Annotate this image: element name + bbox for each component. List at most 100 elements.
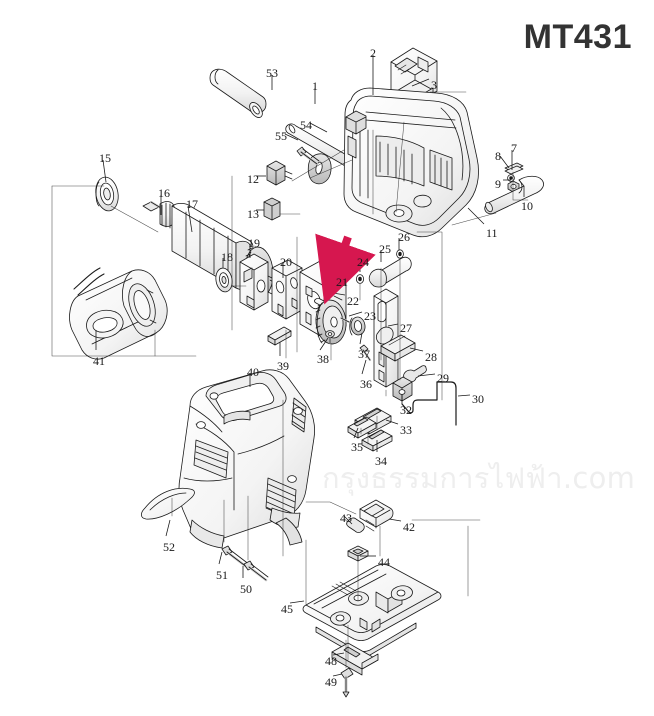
callout-leader-17 [187, 205, 193, 233]
callout-number-33: 33 [400, 423, 412, 437]
site-watermark: กรุงธรรมการไฟฟ้า.com [322, 461, 636, 495]
callout-number-10: 10 [521, 199, 533, 213]
part-20-plate [271, 259, 303, 320]
callout-number-34: 34 [375, 454, 387, 468]
callout-number-53: 53 [266, 66, 278, 80]
callout-leader-8 [499, 155, 510, 169]
callout-number-29: 29 [437, 371, 449, 385]
callout-number-52: 52 [163, 540, 175, 554]
callout-leader-35 [353, 427, 359, 439]
callout-leader-29 [417, 373, 436, 377]
part-32-block [392, 376, 413, 402]
callout-number-9: 9 [495, 177, 501, 191]
callout-leader-23 [348, 311, 363, 317]
callout-leader-55 [284, 133, 299, 141]
part-53-sleeve [209, 68, 267, 118]
callout-leader-54 [309, 122, 328, 133]
callout-number-17: 17 [186, 197, 198, 211]
callout-leader-49 [332, 673, 343, 677]
callout-number-11: 11 [486, 226, 498, 240]
callout-number-51: 51 [216, 568, 228, 582]
part-30-wire-spring [401, 381, 457, 426]
part-45-base-plate [302, 564, 442, 657]
callout-number-36: 36 [360, 377, 372, 391]
callout-number-38: 38 [317, 352, 329, 366]
part-23-gear [315, 299, 350, 345]
part-27-plunger-rod [373, 288, 399, 388]
callout-leader-36 [361, 359, 367, 375]
callout-leader-11 [467, 207, 485, 225]
callout-number-27: 27 [400, 321, 412, 335]
callout-leader-33 [385, 419, 399, 425]
part-38-screw [325, 330, 335, 344]
callout-number-16: 16 [158, 186, 170, 200]
part-11-housing-right [343, 87, 479, 238]
callout-number-50: 50 [240, 582, 252, 596]
callout-number-48: 48 [325, 654, 337, 668]
part-34-shim [361, 429, 393, 452]
callout-leader-15 [102, 159, 107, 183]
callout-leader-52 [165, 519, 171, 537]
callout-number-54: 54 [300, 118, 312, 132]
callout-number-55: 55 [275, 129, 287, 143]
part-40-motor-housing [178, 369, 315, 549]
assembly-lines [51, 91, 529, 669]
part-37-roller [349, 316, 366, 336]
callout-leader-37 [359, 332, 363, 345]
callout-number-21: 21 [336, 275, 348, 289]
callout-number-39: 39 [277, 359, 289, 373]
part-26-ring [396, 249, 404, 259]
callout-number-26: 26 [398, 230, 410, 244]
part-15-bearing [95, 176, 119, 212]
highlight-arrow [315, 233, 376, 305]
part-24-oring [355, 274, 364, 284]
part-39-key [267, 326, 292, 346]
callout-leader-28 [409, 347, 424, 352]
callout-number-23: 23 [364, 309, 376, 323]
callout-number-49: 49 [325, 675, 337, 689]
callout-leader-30 [457, 394, 471, 397]
callout-number-2: 2 [370, 46, 376, 60]
part-36-screw [359, 344, 372, 362]
callout-number-30: 30 [472, 392, 484, 406]
parts-12-13-carbon-brush [263, 160, 293, 221]
part-43-pin [346, 517, 365, 533]
callout-number-1: 1 [312, 79, 318, 93]
part-25-roller [368, 256, 412, 288]
callout-number-24: 24 [357, 255, 369, 269]
callout-number-15: 15 [99, 151, 111, 165]
part-52-cover [140, 487, 195, 520]
callout-leader-42 [388, 518, 402, 522]
callout-number-44: 44 [378, 555, 390, 569]
page-title: MT431 [523, 18, 632, 56]
callout-number-3: 3 [431, 78, 437, 92]
callout-leader-38 [319, 337, 329, 351]
callout-number-8: 8 [495, 149, 501, 163]
callout-number-25: 25 [379, 242, 391, 256]
callout-number-13: 13 [247, 207, 259, 221]
callout-number-40: 40 [247, 365, 259, 379]
callout-number-43: 43 [340, 511, 352, 525]
part-19-bracket [239, 253, 277, 311]
callout-number-32: 32 [400, 403, 412, 417]
callout-number-20: 20 [280, 255, 292, 269]
callout-number-12: 12 [247, 172, 259, 186]
callout-number-41: 41 [93, 354, 105, 368]
callout-number-45: 45 [281, 602, 293, 616]
callout-number-19: 19 [248, 236, 260, 250]
callout-leader-51 [218, 551, 223, 565]
part-54-cam-plate [307, 153, 332, 185]
callout-number-18: 18 [221, 250, 233, 264]
part-35-shim [347, 416, 377, 439]
callout-number-37: 37 [358, 347, 370, 361]
part-41-field-stator [69, 267, 168, 360]
part-18-bearing [215, 267, 233, 293]
callout-number-28: 28 [425, 350, 437, 364]
callout-leader-3 [411, 78, 430, 87]
callout-number-42: 42 [403, 520, 415, 534]
callout-number-7: 7 [511, 141, 517, 155]
callout-leader-27 [387, 323, 399, 327]
part-49-screw [340, 667, 354, 698]
